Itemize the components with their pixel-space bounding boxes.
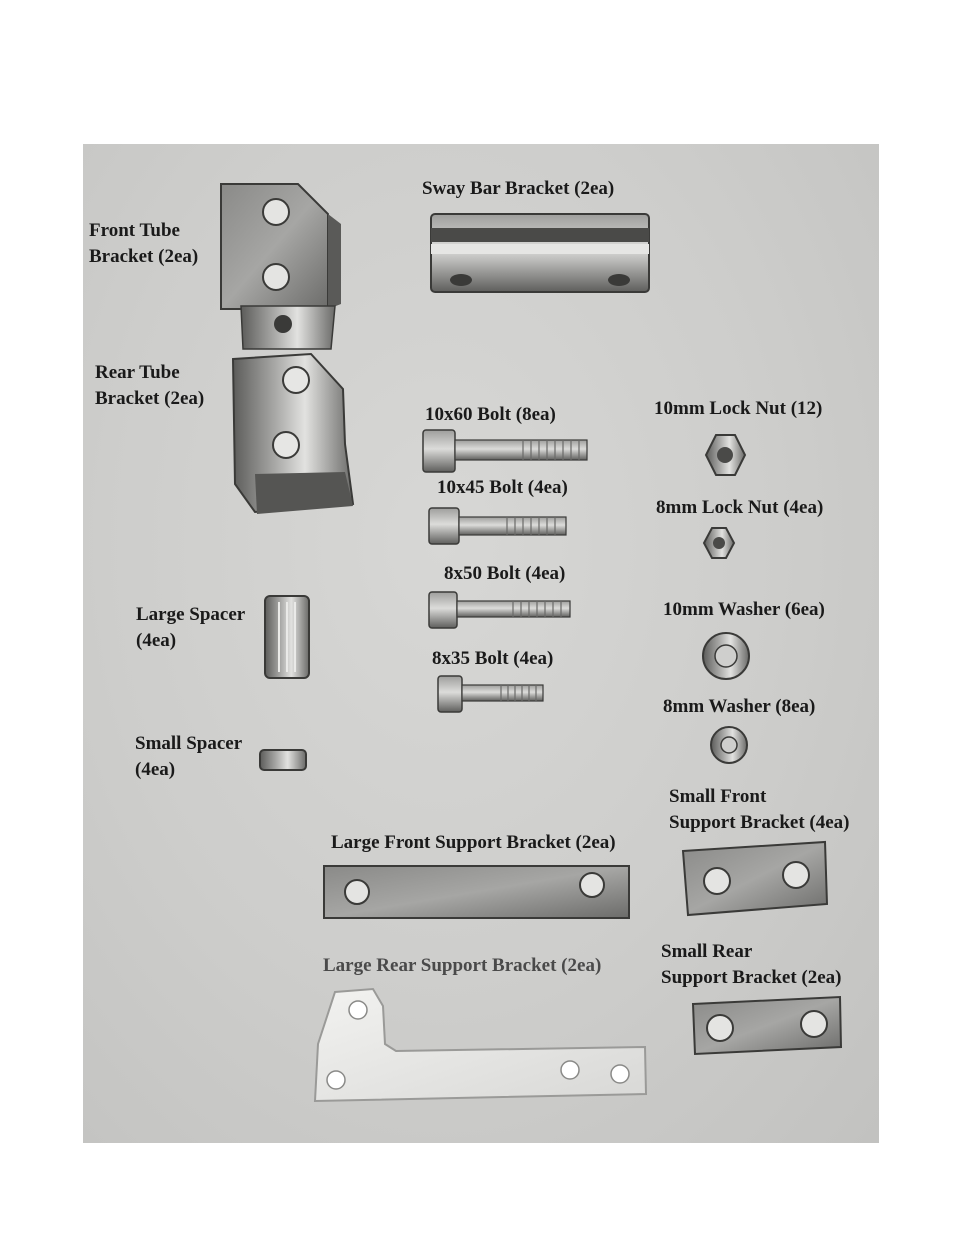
large-spacer-label-line1: Large Spacer: [136, 604, 246, 625]
rear-tube-bracket-label-line1: Rear Tube: [95, 362, 180, 383]
lock-nut-8mm-label: 8mm Lock Nut (4ea): [656, 497, 824, 518]
bolt-10x45-part: [428, 507, 567, 545]
small-spacer-label-line2: (4ea): [135, 759, 176, 780]
front-tube-bracket-label-line1: Front Tube: [89, 220, 180, 241]
small-rear-support-bracket-part: [691, 995, 843, 1056]
rear-tube-bracket-part: [231, 352, 355, 514]
large-front-support-bracket-label: Large Front Support Bracket (2ea): [331, 832, 616, 853]
bolt-10x45-label: 10x45 Bolt (4ea): [437, 477, 568, 498]
small-front-support-bracket-label: Small Front Support Bracket (4ea): [669, 784, 849, 836]
large-front-support-bracket-part: [323, 865, 630, 919]
bolt-8x35-label: 8x35 Bolt (4ea): [432, 648, 554, 669]
small-front-support-bracket-label-line1: Small Front: [669, 786, 767, 807]
lock-nut-10mm-label: 10mm Lock Nut (12): [654, 398, 823, 419]
bolt-10x60-label: 10x60 Bolt (8ea): [425, 404, 556, 425]
small-spacer-label-line1: Small Spacer: [135, 733, 243, 754]
small-rear-support-bracket-label: Small Rear Support Bracket (2ea): [661, 939, 841, 991]
lock-nut-10mm-part: [704, 434, 747, 476]
large-spacer-label-line2: (4ea): [136, 630, 177, 651]
rear-tube-bracket-label-line2: Bracket (2ea): [95, 388, 205, 409]
bolt-8x35-part: [437, 675, 544, 713]
small-front-support-bracket-label-line2: Support Bracket (4ea): [669, 812, 850, 833]
front-tube-bracket-part: [220, 183, 341, 350]
large-spacer-label: Large Spacer (4ea): [136, 602, 245, 654]
small-spacer-part: [259, 749, 307, 771]
washer-8mm-label: 8mm Washer (8ea): [663, 696, 816, 717]
small-front-support-bracket-part: [681, 840, 829, 917]
washer-8mm-part: [710, 726, 748, 764]
front-tube-bracket-label: Front Tube Bracket (2ea): [89, 218, 198, 270]
parts-drawing: [220, 183, 843, 1103]
large-rear-support-bracket-label: Large Rear Support Bracket (2ea): [323, 955, 602, 976]
large-rear-support-bracket-part: [313, 987, 648, 1103]
small-spacer-label: Small Spacer (4ea): [135, 731, 242, 783]
parts-photo: Front Tube Bracket (2ea) Sway Bar Bracke…: [83, 144, 879, 1143]
washer-10mm-part: [702, 632, 750, 680]
bolt-10x60-part: [422, 429, 588, 473]
front-tube-bracket-label-line2: Bracket (2ea): [89, 246, 199, 267]
washer-10mm-label: 10mm Washer (6ea): [663, 599, 825, 620]
lock-nut-8mm-part: [702, 527, 736, 559]
sway-bar-bracket-label: Sway Bar Bracket (2ea): [422, 178, 615, 199]
bolt-8x50-label: 8x50 Bolt (4ea): [444, 563, 566, 584]
large-spacer-part: [264, 595, 310, 679]
small-rear-support-bracket-label-line1: Small Rear: [661, 941, 753, 962]
bolt-8x50-part: [428, 591, 571, 629]
small-rear-support-bracket-label-line2: Support Bracket (2ea): [661, 967, 842, 988]
rear-tube-bracket-label: Rear Tube Bracket (2ea): [95, 360, 204, 412]
sway-bar-bracket-part: [430, 213, 650, 293]
